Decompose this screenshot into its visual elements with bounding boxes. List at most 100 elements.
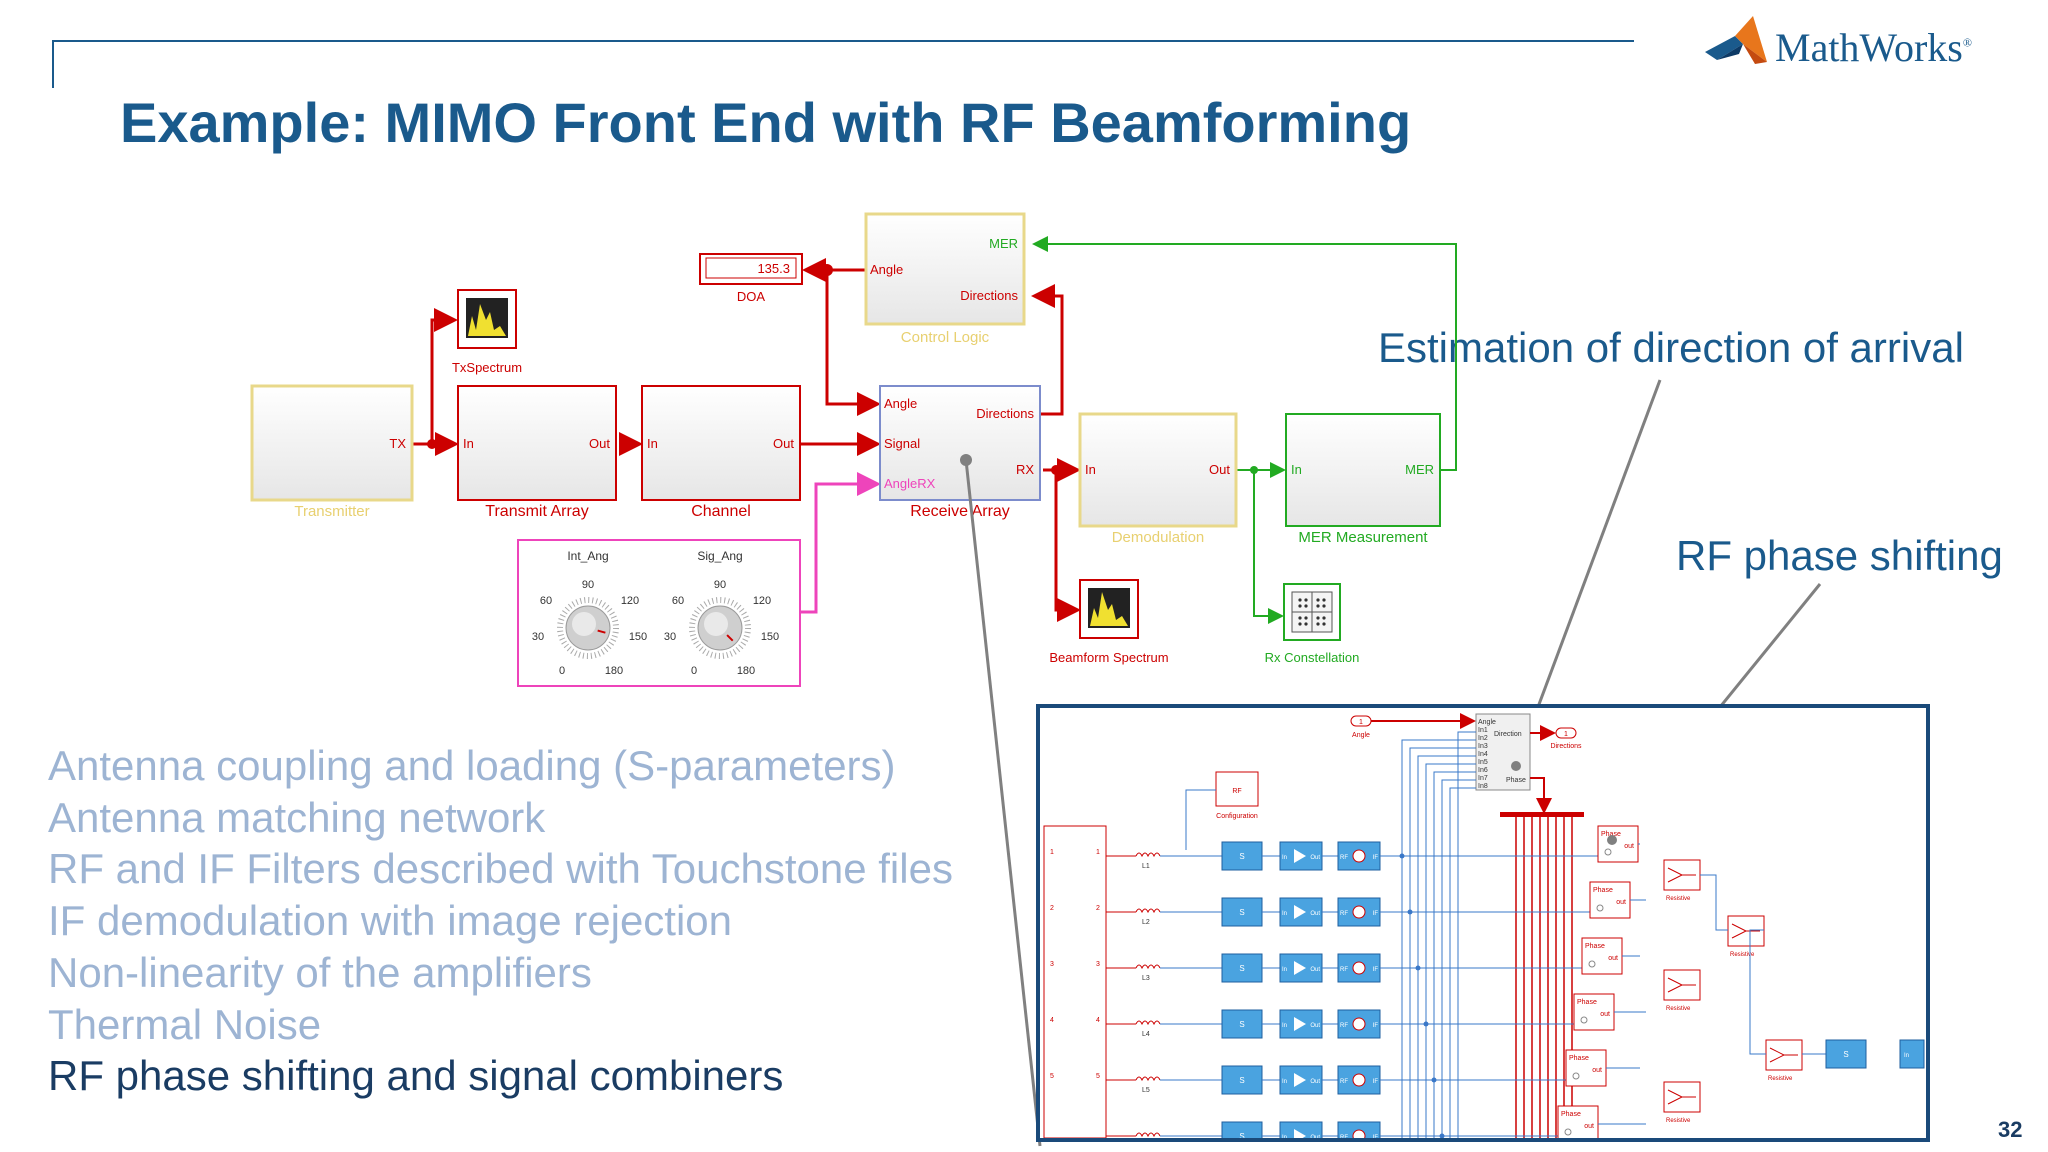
mixer-icon [1352,905,1366,919]
rx-constellation-block[interactable]: Rx Constellation [1265,583,1360,665]
direction-block-phase-port: Phase [1506,777,1526,784]
control-logic-angle-port: Angle [870,262,903,277]
phase-block-icon [1564,1128,1572,1136]
mixer-if-port: IF [1373,967,1379,973]
transmitter-port-tx: TX [389,436,406,451]
direction-input-8: In8 [1478,783,1488,790]
phase-block-out: out [1608,955,1618,962]
mer-measurement-block[interactable]: In MER MER Measurement [1285,413,1441,546]
phase-block-out: out [1600,1011,1610,1018]
beamform-spectrum-label: Beamform Spectrum [1049,650,1168,665]
doa-label: DOA [737,289,766,304]
header-rule-corner [52,40,54,88]
channel-label: Channel [691,503,751,520]
mixer-rf-port: RF [1340,1023,1348,1029]
knob-tick-label: 60 [540,595,552,607]
knob-highlight [572,612,596,636]
phase-block-icon [1604,848,1612,856]
sparam-block-label: S [1239,852,1244,861]
transmitter-block[interactable]: TX Transmitter [250,384,414,520]
combiner-icon [1731,923,1760,939]
membrane-logo-icon [1705,16,1767,64]
direction-input-7: In7 [1478,775,1488,782]
row-junction [1399,853,1405,859]
amplifier-icon [1294,1017,1306,1031]
antenna-port-left: 5 [1050,1073,1054,1080]
sparam-block-label: S [1239,908,1244,917]
inductor-coil [1135,908,1161,914]
knob-tick-label: 150 [761,631,779,643]
beamform-spectrum-block[interactable]: Beamform Spectrum [1049,579,1169,665]
mixer-rf-port: RF [1340,967,1348,973]
knob-tick-label: 0 [559,665,565,677]
direction-input-6: In6 [1478,767,1488,774]
mathworks-logo: MathWorks® [1695,14,2025,74]
combiner-label: Resistive [1730,952,1755,958]
receive-array-block[interactable]: Angle Signal AngleRX Directions RX Recei… [879,385,1041,520]
row-junction [1439,1133,1445,1138]
demodulation-out-port: Out [1209,462,1230,477]
doa-display-block[interactable]: 135.3 DOA [699,253,803,304]
bullet-item: Antenna matching network [48,793,546,841]
tx-spectrum-block[interactable]: TxSpectrum [452,289,522,375]
knob-pointer [597,629,606,634]
brand-name: MathWorks® [1775,25,1972,70]
amplifier-out-port: Out [1310,1079,1320,1085]
mixer-if-port: IF [1373,1079,1379,1085]
transmit-array-block[interactable]: In Out Transmit Array [457,385,617,520]
antenna-port-right: 4 [1096,1017,1100,1024]
demodulation-label: Demodulation [1112,529,1205,546]
mixer-if-port: IF [1373,855,1379,861]
sparam-block-label: S [1239,1020,1244,1029]
inductor-coil [1135,852,1161,858]
channel-block[interactable]: In Out Channel [641,385,801,520]
amplifier-out-port: Out [1310,855,1320,861]
phase-block-icon [1580,1016,1588,1024]
doa-value: 135.3 [757,261,790,276]
demodulation-in-port: In [1085,462,1096,477]
antenna-port-right: 1 [1096,849,1100,856]
knob-tick-label: 180 [605,665,623,677]
demodulation-block[interactable]: In Out Demodulation [1078,412,1238,546]
mixer-rf-port: RF [1340,855,1348,861]
output-sparam-label: S [1843,1050,1848,1059]
amplifier-out-port: Out [1310,967,1320,973]
inset-directions-port: Directions [1550,743,1582,750]
sparam-block [1221,953,1263,983]
inductor-coil [1135,1020,1161,1026]
phase-block [1597,825,1639,863]
bullet-item: Antenna coupling and loading (S-paramete… [48,742,896,789]
subsystem-inset[interactable]: 1 Angle Angle In1 In2 In3 In4 In5 In6 In… [1036,704,1930,1150]
amplifier-out-port: Out [1310,1135,1320,1141]
inset-angle-port: Angle [1352,732,1370,739]
bullet-item: RF and IF Filters described with Touchst… [48,845,953,893]
amplifier-icon [1294,849,1306,863]
row-junction [1423,1021,1429,1027]
bullet-list: Antenna coupling and loading (S-paramete… [48,740,953,1102]
direction-input-2: In2 [1478,735,1488,742]
row-junction [1431,1077,1437,1083]
slide-title: Example: MIMO Front End with RF Beamform… [120,91,1412,154]
control-logic-block[interactable]: Angle MER Directions Control Logic [864,212,1026,346]
direction-block-direction-port: Direction [1494,731,1522,738]
phase-block-out: out [1616,899,1626,906]
page-number: 32 [1998,1117,2023,1142]
knob-scale [689,597,751,659]
antenna-port-right: 5 [1096,1073,1100,1080]
control-logic-directions-port: Directions [960,288,1018,303]
antenna-port-right: 2 [1096,905,1100,912]
direction-input-1: In1 [1478,727,1488,734]
combiner-label: Resistive [1666,896,1691,902]
amplifier-in-port: In [1282,855,1287,861]
inset-combiners: ResistiveResistiveResistiveResistiveResi… [1663,859,1925,1124]
inductor-label: L5 [1142,1087,1150,1094]
knob-tick-label: 120 [753,595,771,607]
phase-block-icon [1596,904,1604,912]
row-junction [1415,965,1421,971]
phase-block-icon [1588,960,1596,968]
header-rule [52,40,1634,42]
